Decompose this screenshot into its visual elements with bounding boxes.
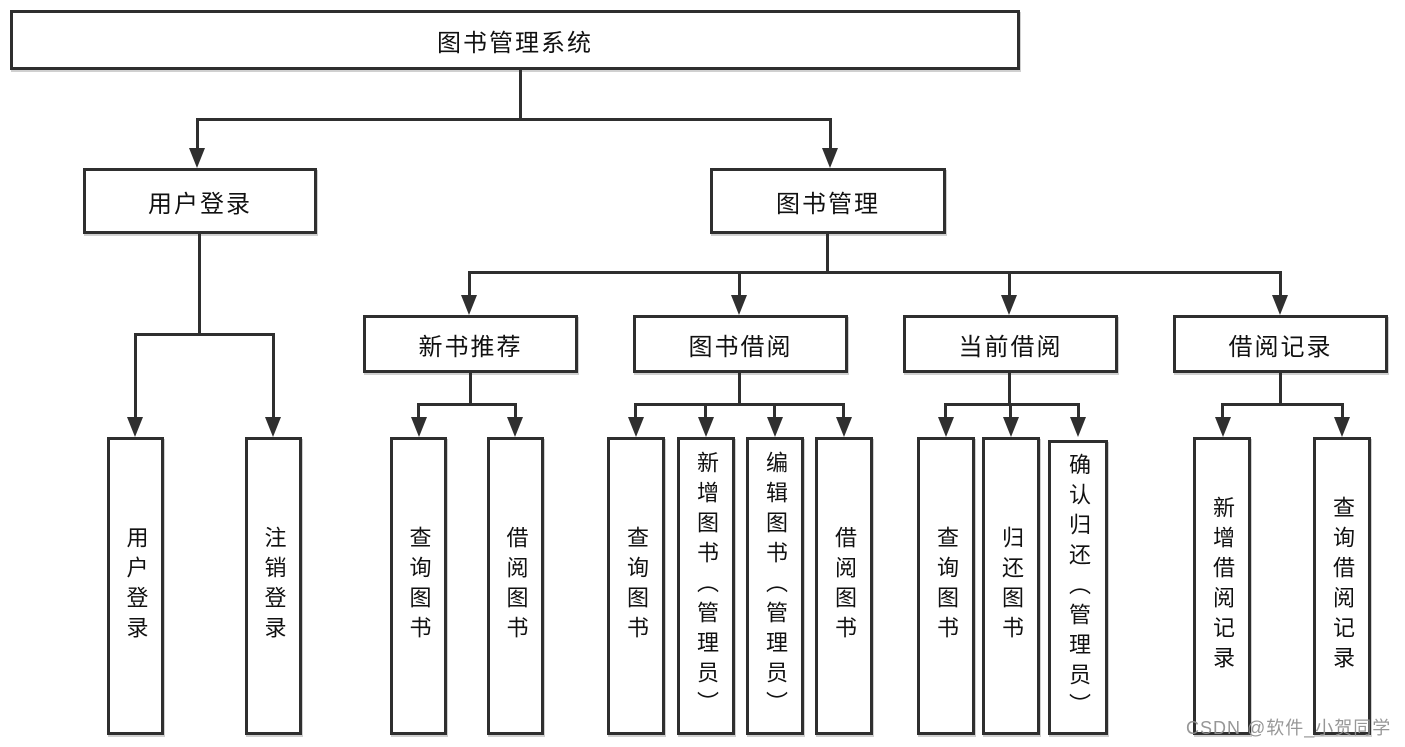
edge-record-c2-stub <box>1341 403 1344 417</box>
edge-book-vstub <box>826 234 829 274</box>
node-cb-return-book: 归还图书 <box>982 437 1040 735</box>
arrow-borrow-c1 <box>628 417 644 437</box>
node-borrow-record-label: 借阅记录 <box>1228 333 1333 361</box>
node-br-add-record-label: 新增借阅记录 <box>1210 496 1235 676</box>
edge-current-c2-stub <box>1009 403 1012 417</box>
edge-user-c2-stub <box>272 333 275 417</box>
node-new-book-rec-label: 新书推荐 <box>418 333 523 361</box>
node-br-query-record-label: 查询借阅记录 <box>1330 496 1355 676</box>
edge-root-hline <box>196 118 832 121</box>
node-bb-query-book: 查询图书 <box>607 437 665 735</box>
node-bb-edit-book-admin: 编辑图书（管理员） <box>746 437 804 735</box>
edge-root-vstub <box>519 70 522 118</box>
edge-borrow-hline <box>634 403 845 406</box>
edge-borrow-c4-stub <box>842 403 845 417</box>
node-book-mgmt: 图书管理 <box>710 168 946 234</box>
node-logout-leaf: 注销登录 <box>245 437 302 735</box>
edge-book-hline <box>468 271 1282 274</box>
edge-user-c1-stub <box>134 333 137 417</box>
edge-borrow-stub <box>738 271 741 297</box>
arrow-record-c2 <box>1334 417 1350 437</box>
edge-newbook-vstub <box>469 373 472 405</box>
edge-user-hline <box>134 333 275 336</box>
arrow-user-c2 <box>265 417 281 437</box>
node-br-query-record: 查询借阅记录 <box>1313 437 1371 735</box>
edge-current-c3-stub <box>1077 403 1080 417</box>
node-cb-query-book: 查询图书 <box>917 437 975 735</box>
edge-current-stub <box>1008 271 1011 297</box>
edge-book-mgmt-stub <box>829 118 832 150</box>
node-user-login-label: 用户登录 <box>148 190 252 218</box>
arrow-current-c1 <box>938 417 954 437</box>
node-book-borrow: 图书借阅 <box>633 315 848 373</box>
node-bb-borrow-book: 借阅图书 <box>815 437 873 735</box>
arrow-borrow-c3 <box>767 417 783 437</box>
arrow-borrow <box>731 295 747 315</box>
edge-newbook-hline <box>417 403 517 406</box>
node-user-login-leaf: 用户登录 <box>107 437 164 735</box>
csdn-watermark: CSDN @软件_小贺同学 <box>1186 718 1392 738</box>
arrow-newbook <box>461 295 477 315</box>
arrow-borrow-c4 <box>836 417 852 437</box>
node-current-borrow-label: 当前借阅 <box>958 333 1063 361</box>
arrow-book-mgmt <box>822 148 838 168</box>
node-user-login: 用户登录 <box>83 168 317 234</box>
arrow-newbook-c2 <box>507 417 523 437</box>
arrow-record-c1 <box>1215 417 1231 437</box>
edge-current-vstub <box>1008 373 1011 405</box>
edge-current-hline <box>944 403 1080 406</box>
node-bb-add-book-admin: 新增图书（管理员） <box>677 437 735 735</box>
edge-borrow-vstub <box>738 373 741 405</box>
node-book-borrow-label: 图书借阅 <box>688 333 793 361</box>
arrow-user-c1 <box>127 417 143 437</box>
node-cb-return-book-label: 归还图书 <box>999 526 1024 646</box>
arrow-user-login <box>189 148 205 168</box>
edge-record-hline <box>1221 403 1343 406</box>
node-bb-borrow-book-label: 借阅图书 <box>832 526 857 646</box>
arrow-current-c3 <box>1070 417 1086 437</box>
node-borrow-record: 借阅记录 <box>1173 315 1388 373</box>
edge-user-vstub <box>198 234 201 336</box>
node-nb-query-book: 查询图书 <box>390 437 447 735</box>
edge-user-login-stub <box>196 118 199 150</box>
arrow-borrow-c2 <box>698 417 714 437</box>
node-root: 图书管理系统 <box>10 10 1020 70</box>
node-nb-query-book-label: 查询图书 <box>406 526 432 646</box>
edge-newbook-c1-stub <box>417 403 420 417</box>
edge-current-c1-stub <box>944 403 947 417</box>
edge-record-vstub <box>1279 373 1282 405</box>
node-nb-borrow-book: 借阅图书 <box>487 437 544 735</box>
node-bb-edit-book-admin-label: 编辑图书（管理员） <box>763 451 788 721</box>
node-cb-query-book-label: 查询图书 <box>934 526 959 646</box>
node-current-borrow: 当前借阅 <box>903 315 1118 373</box>
edge-borrow-c3-stub <box>773 403 776 417</box>
node-cb-confirm-return-admin-label: 确认归还（管理员） <box>1066 452 1091 723</box>
arrow-newbook-c1 <box>411 417 427 437</box>
node-bb-add-book-admin-label: 新增图书（管理员） <box>694 451 719 721</box>
arrow-current-c2 <box>1003 417 1019 437</box>
node-bb-query-book-label: 查询图书 <box>624 526 649 646</box>
edge-borrow-c1-stub <box>634 403 637 417</box>
node-root-label: 图书管理系统 <box>437 29 593 57</box>
edge-record-stub <box>1279 271 1282 297</box>
node-br-add-record: 新增借阅记录 <box>1193 437 1251 735</box>
node-book-mgmt-label: 图书管理 <box>776 190 880 218</box>
node-new-book-rec: 新书推荐 <box>363 315 578 373</box>
node-cb-confirm-return-admin: 确认归还（管理员） <box>1048 440 1108 735</box>
edge-borrow-c2-stub <box>704 403 707 417</box>
edge-newbook-c2-stub <box>514 403 517 417</box>
edge-record-c1-stub <box>1221 403 1224 417</box>
arrow-record <box>1272 295 1288 315</box>
edge-newbook-stub <box>468 271 471 297</box>
node-nb-borrow-book-label: 借阅图书 <box>503 526 529 646</box>
node-user-login-leaf-label: 用户登录 <box>123 526 149 646</box>
node-logout-leaf-label: 注销登录 <box>261 526 287 646</box>
arrow-current <box>1001 295 1017 315</box>
